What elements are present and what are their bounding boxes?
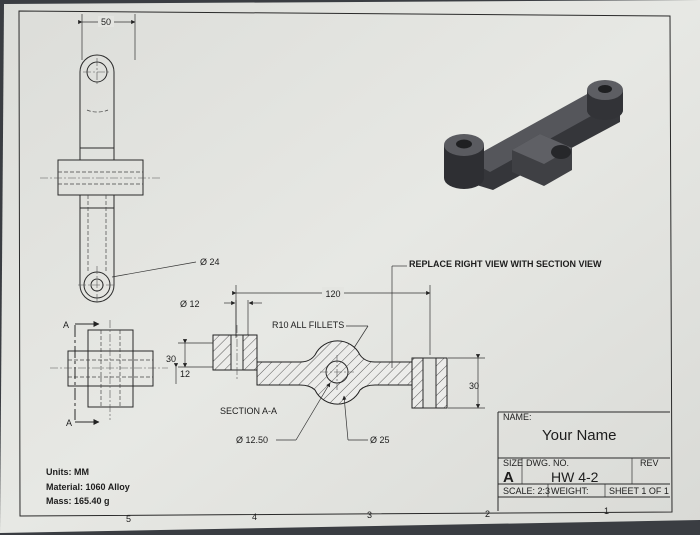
zone-4: 4: [252, 512, 257, 522]
zone-5: 5: [126, 514, 131, 524]
name-value: Your Name: [542, 427, 617, 444]
weight-label: WEIGHT:: [551, 486, 589, 496]
zone-markers: 5 4 3 2 1: [126, 506, 609, 524]
isometric-part: [444, 80, 623, 190]
dim-dia-12-50: Ø 12.50: [236, 435, 268, 445]
dim-12: 12: [180, 369, 190, 379]
drawing-border: [18, 10, 673, 517]
note-group: REPLACE RIGHT VIEW WITH SECTION VIEW: [391, 259, 602, 368]
dim-120: 120: [325, 289, 340, 299]
zone-3: 3: [367, 510, 372, 520]
zone-1: 1: [604, 506, 609, 516]
title-block: NAME: Your Name SIZE DWG. NO. REV A HW 4…: [497, 411, 670, 511]
scale-label: SCALE: 2:3: [503, 486, 550, 496]
section-marker-top: A: [63, 320, 69, 330]
top-left-view: 50 Ø 24: [40, 14, 220, 304]
section-label: SECTION A-A: [220, 406, 277, 416]
properties: Units: MM Material: 1060 Alloy Mass: 165…: [46, 467, 130, 506]
bottom-left-view: A A: [50, 320, 168, 428]
sheet-label: SHEET 1 OF 1: [609, 486, 669, 496]
material-text: Material: 1060 Alloy: [46, 482, 130, 492]
dwg-label: DWG. NO.: [526, 458, 569, 468]
dim-50: 50: [101, 17, 111, 27]
dim-dia-25: Ø 25: [370, 435, 390, 445]
dim-dia-12: Ø 12: [180, 299, 200, 309]
dim-30-left: 30: [166, 354, 176, 364]
section-marker-bottom: A: [66, 418, 72, 428]
size-label: SIZE: [503, 458, 523, 468]
zone-2: 2: [485, 509, 490, 519]
units-text: Units: MM: [46, 467, 89, 477]
size-value: A: [503, 469, 514, 486]
replace-note: REPLACE RIGHT VIEW WITH SECTION VIEW: [409, 259, 602, 269]
dim-30-right: 30: [469, 381, 479, 391]
mass-text: Mass: 165.40 g: [46, 496, 110, 506]
name-label: NAME:: [503, 412, 532, 422]
section-view: 120 Ø 12 R10 ALL FILLETS 30 12: [166, 285, 485, 445]
fillets-note: R10 ALL FILLETS: [272, 320, 344, 330]
rev-label: REV: [640, 458, 659, 468]
dim-dia-24: Ø 24: [200, 257, 220, 267]
dwg-value: HW 4-2: [551, 469, 599, 485]
